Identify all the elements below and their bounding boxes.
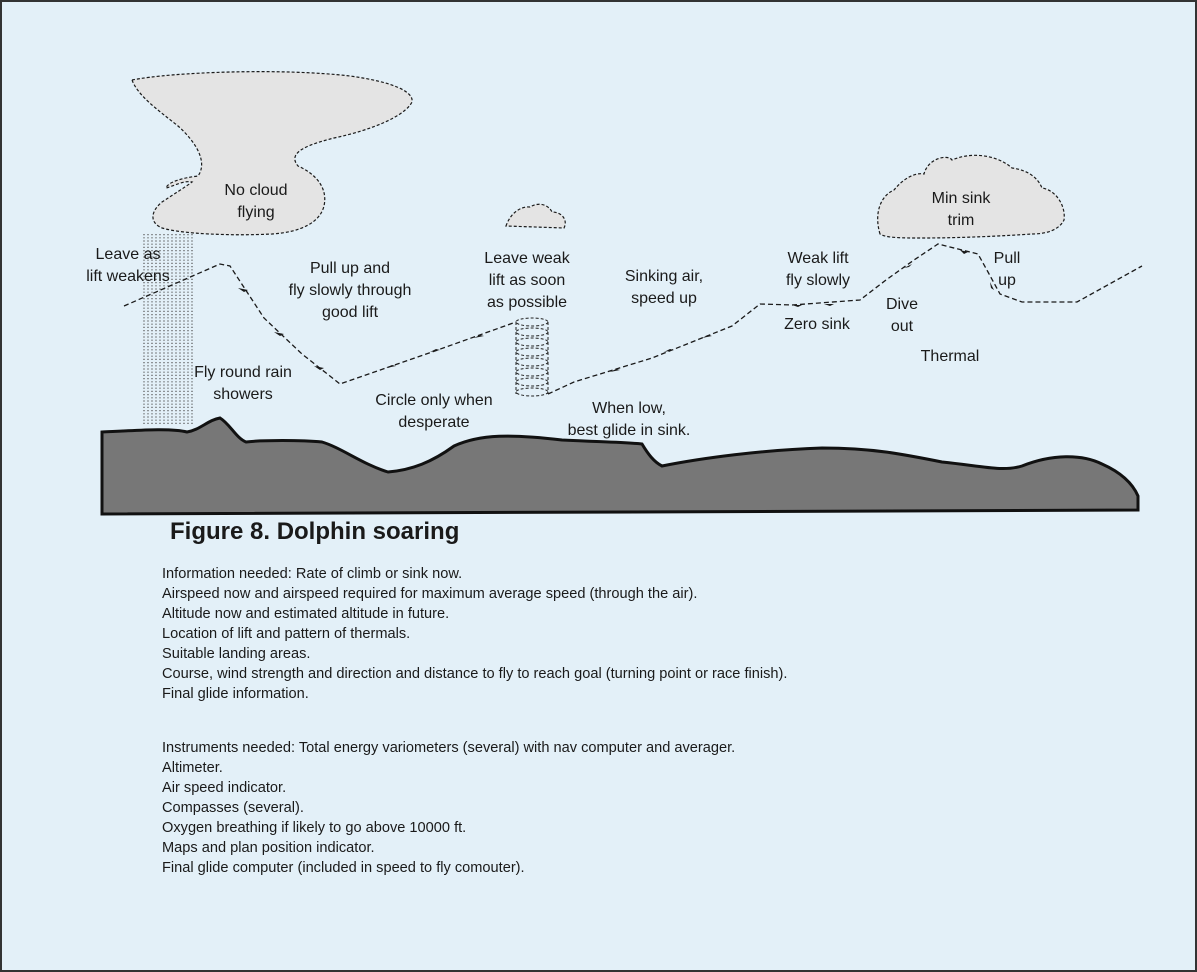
label-leave-weak-lift: Leave weak lift as soon as possible bbox=[484, 250, 570, 311]
label-circle-desperate: Circle only when desperate bbox=[375, 392, 493, 431]
cumulus-cloud bbox=[877, 154, 1065, 239]
information-item: Course, wind strength and direction and … bbox=[162, 666, 788, 682]
instruments-needed-list: Instruments needed: Total energy variome… bbox=[162, 738, 735, 878]
label-no-cloud-flying: No cloud flying bbox=[224, 182, 288, 221]
thermal-circling bbox=[515, 317, 549, 397]
instrument-item: Instruments needed: Total energy variome… bbox=[162, 740, 736, 756]
storm-cloud bbox=[131, 71, 413, 236]
label-sinking-air: Sinking air, speed up bbox=[624, 268, 704, 307]
label-fly-round-rain: Fly round rain showers bbox=[194, 364, 292, 403]
information-item: Altitude now and estimated altitude in f… bbox=[162, 606, 450, 622]
small-cloud bbox=[505, 203, 566, 229]
information-item: Suitable landing areas. bbox=[162, 646, 311, 662]
rain-shower bbox=[143, 234, 193, 426]
label-thermal: Thermal bbox=[920, 348, 980, 365]
label-when-low: When low, best glide in sink. bbox=[567, 400, 691, 439]
information-item: Information needed: Rate of climb or sin… bbox=[162, 566, 463, 582]
information-item: Airspeed now and airspeed required for m… bbox=[162, 586, 698, 602]
figure-title: Figure 8. Dolphin soaring bbox=[170, 518, 460, 545]
label-pull-up-right: Pull up bbox=[993, 250, 1021, 289]
instrument-item: Compasses (several). bbox=[162, 800, 304, 816]
label-leave-as-lift-weakens: Leave as lift weakens bbox=[86, 246, 170, 285]
label-pull-up: Pull up and fly slowly through good lift bbox=[288, 260, 412, 321]
instrument-item: Oxygen breathing if likely to go above 1… bbox=[162, 820, 467, 836]
information-item: Final glide information. bbox=[162, 686, 309, 702]
instrument-item: Maps and plan position indicator. bbox=[162, 840, 375, 856]
label-min-sink-trim: Min sink trim bbox=[931, 190, 991, 229]
instrument-item: Altimeter. bbox=[162, 760, 223, 776]
ground-terrain bbox=[100, 416, 1140, 516]
label-zero-sink: Zero sink bbox=[784, 316, 850, 333]
instrument-item: Final glide computer (included in speed … bbox=[162, 860, 525, 876]
label-weak-lift: Weak lift fly slowly bbox=[785, 250, 850, 289]
instrument-item: Air speed indicator. bbox=[162, 780, 287, 796]
information-item: Location of lift and pattern of thermals… bbox=[162, 626, 411, 642]
label-dive-out: Dive out bbox=[885, 296, 918, 335]
glider-markers bbox=[238, 250, 994, 372]
flight-path bbox=[123, 243, 1143, 395]
information-needed-list: Information needed: Rate of climb or sin… bbox=[162, 564, 787, 704]
